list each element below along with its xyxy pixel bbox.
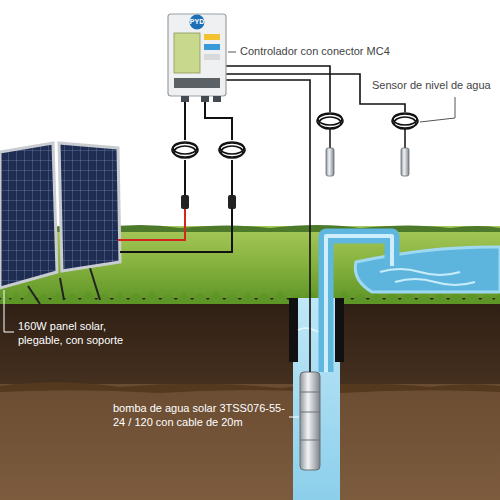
- indicator: [204, 34, 220, 40]
- cable-gland: [181, 96, 221, 102]
- level-sensor: [401, 148, 409, 176]
- leader-line: [289, 417, 299, 418]
- pump-cable: [226, 80, 310, 372]
- well-casing: [289, 298, 298, 362]
- water-ripple: [380, 269, 475, 285]
- leader-line: [228, 52, 236, 53]
- indicator: [204, 54, 220, 60]
- water-pipe: [326, 236, 392, 372]
- soil-boundary: [0, 382, 500, 393]
- controller-screen: [174, 33, 200, 73]
- callout-label: 160W panel solar, plegable, con soporte: [18, 320, 143, 348]
- level-sensor: [326, 148, 334, 176]
- sensor-wire: [226, 66, 330, 112]
- callout-label: Sensor de nivel de agua: [372, 79, 491, 93]
- solar-panel: [59, 143, 120, 271]
- terminal-strip: [174, 78, 220, 88]
- callout-label: bomba de agua solar 3TSS076-55-24 / 120 …: [113, 402, 285, 430]
- leader-line: [420, 97, 455, 122]
- mc4-connector: [181, 195, 189, 209]
- negative-wire: [120, 209, 232, 252]
- controller-housing: [168, 14, 226, 96]
- logo-badge: [190, 15, 205, 30]
- positive-wire: [118, 209, 185, 240]
- leader-line: [4, 290, 14, 332]
- pump-band: [300, 392, 320, 440]
- pipe-highlight: [326, 236, 392, 372]
- sensor-cable: [330, 128, 405, 148]
- solar-panel: [0, 143, 57, 288]
- subsoil: [0, 384, 500, 500]
- mc4-cable: [184, 102, 186, 195]
- submersible-pump: [300, 372, 320, 470]
- cable-coil: [317, 113, 418, 129]
- cable-coil: [172, 142, 245, 158]
- indicator: [204, 44, 220, 50]
- callout-label: Controlador con conector MC4: [240, 45, 390, 59]
- mc4-connector: [228, 195, 236, 209]
- logo-text: PYD: [190, 18, 204, 27]
- topsoil: [0, 298, 500, 386]
- well-casing: [335, 298, 344, 362]
- water-pool: [355, 247, 500, 292]
